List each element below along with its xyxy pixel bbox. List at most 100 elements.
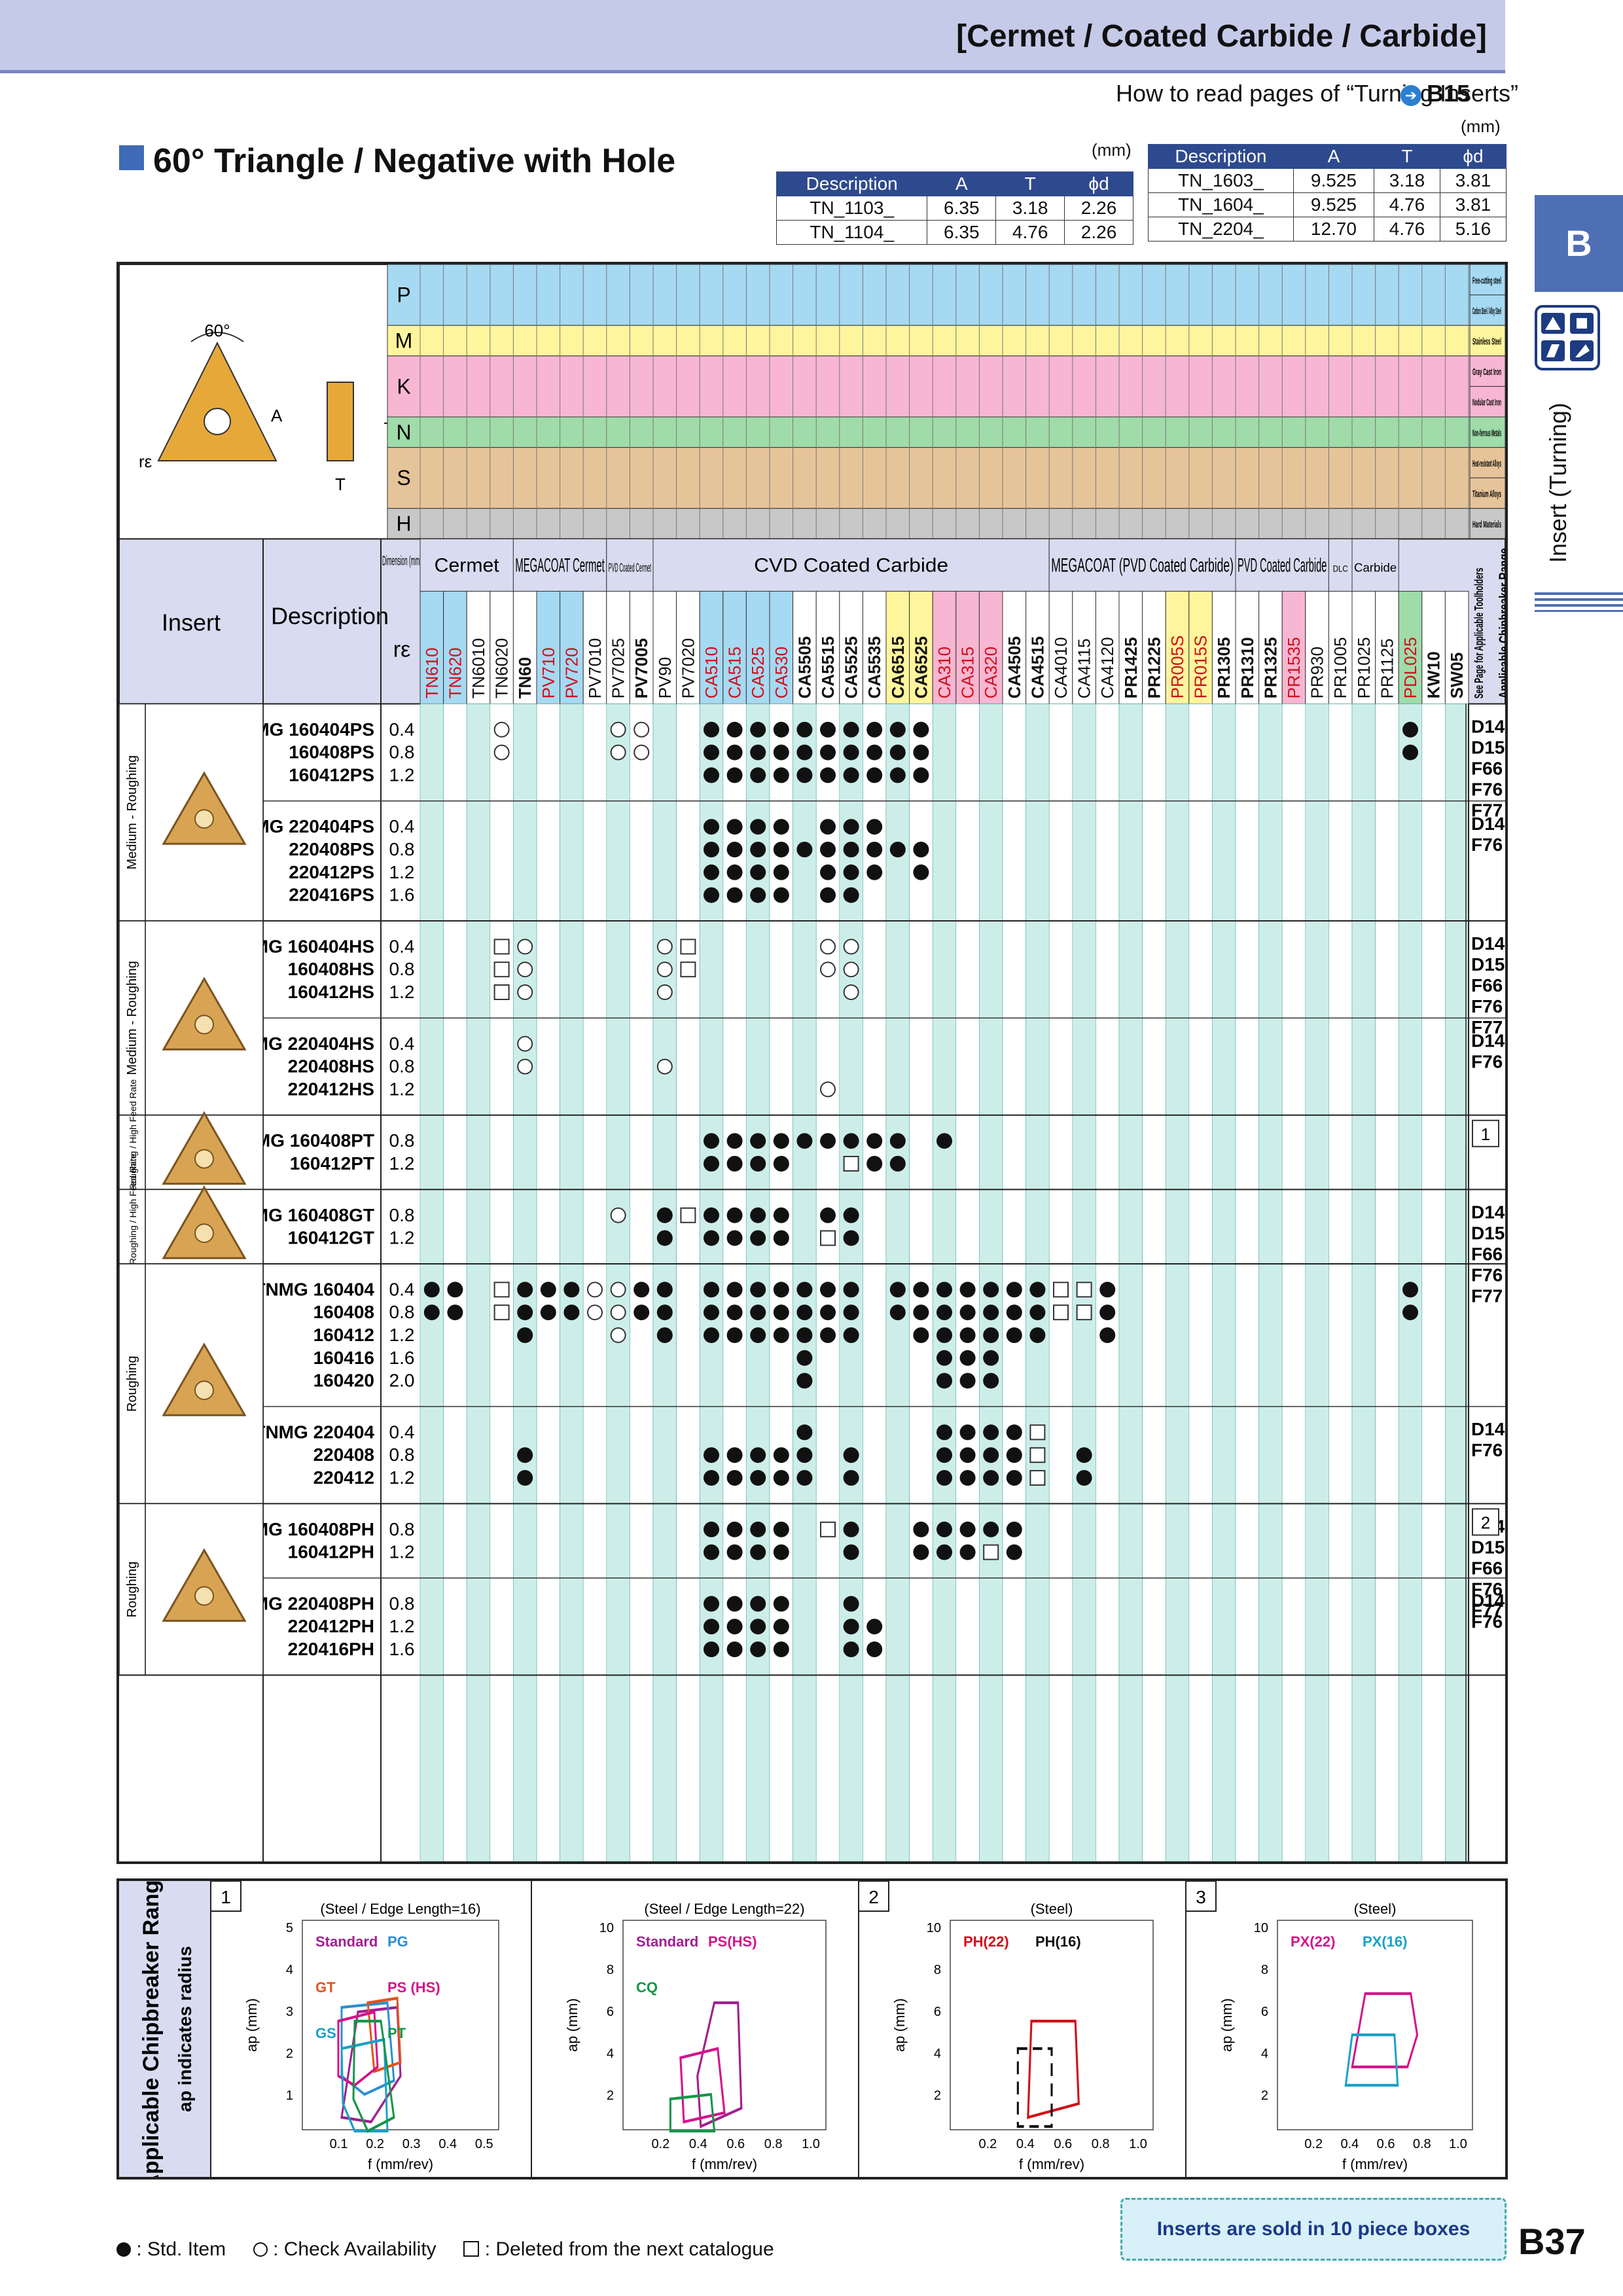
deleted-mark xyxy=(493,961,510,978)
plot-area xyxy=(950,1920,1154,2130)
std-item-mark xyxy=(540,1304,556,1321)
std-item-mark xyxy=(843,1470,859,1486)
material-name: Carbon Steel / Alloy Steel xyxy=(1472,306,1501,317)
insert-designation: 220412 xyxy=(313,1467,374,1488)
std-item-mark xyxy=(1402,721,1418,738)
std-item-mark xyxy=(704,1133,719,1149)
y-tick: 6 xyxy=(607,2005,614,2019)
check-availability-mark xyxy=(656,1058,673,1075)
chart-condition: (Steel) xyxy=(1354,1901,1397,1917)
section-tab-b[interactable]: B xyxy=(1535,195,1623,292)
grade-column xyxy=(1188,704,1213,1862)
toolholder-page-ref: D14 xyxy=(1471,1030,1505,1050)
grade-name-cell xyxy=(1398,590,1423,704)
grade-name-cell xyxy=(1281,590,1306,704)
std-item-mark xyxy=(843,744,859,761)
material-code-cell xyxy=(387,355,421,418)
insert-col-header: Insert xyxy=(162,609,221,636)
toolholder-page-ref: D14 xyxy=(1471,1419,1505,1439)
std-item-mark xyxy=(1006,1304,1022,1321)
grade-column xyxy=(1305,704,1329,1862)
std-item-mark xyxy=(773,1156,789,1172)
y-tick: 8 xyxy=(607,1963,614,1977)
application-label: Medium Roughing / High Feed Rate xyxy=(128,1079,138,1226)
check-availability-mark xyxy=(610,1207,626,1223)
insert-designation: 160408PS xyxy=(289,742,374,762)
std-item-mark xyxy=(889,721,906,738)
section-marker xyxy=(119,145,144,170)
std-item-mark xyxy=(959,1327,976,1343)
deleted-mark xyxy=(983,1544,999,1560)
std-item-mark xyxy=(913,842,929,857)
dim-cell: TN_2204_ xyxy=(1148,217,1294,242)
grade-group-label: DLC xyxy=(1333,563,1348,573)
std-item-mark xyxy=(773,819,789,835)
std-item-mark xyxy=(820,1207,836,1223)
std-item-mark xyxy=(936,1521,952,1537)
x-tick: 0.6 xyxy=(1054,2137,1072,2151)
grade-name-pr1305: PR1305 xyxy=(1214,637,1234,698)
application-label-cell xyxy=(118,920,146,1116)
grade-group-cell xyxy=(419,538,514,592)
std-item-mark xyxy=(447,1304,463,1321)
std-item-mark xyxy=(773,744,789,761)
application-label-cell xyxy=(118,1115,146,1191)
insert-dimension-diagram: 60°ArεTϕd xyxy=(139,321,401,494)
radius-value: 1.2 xyxy=(389,1079,415,1099)
std-item-mark xyxy=(726,1156,743,1172)
range-label: GS xyxy=(315,2025,336,2041)
std-item-mark xyxy=(820,1304,836,1321)
std-item-mark xyxy=(843,1641,859,1657)
y-tick: 2 xyxy=(934,2089,941,2103)
radius-value: 0.8 xyxy=(389,839,415,859)
check-availability-mark xyxy=(656,984,673,1000)
grade-name-ca510: CA510 xyxy=(702,647,721,699)
how-to-read-link[interactable]: How to read pages of “Turning Inserts” xyxy=(1116,80,1518,107)
grade-name-pdl025: PDL025 xyxy=(1400,637,1420,698)
check-availability-mark xyxy=(493,721,510,738)
deleted-mark xyxy=(493,1304,510,1321)
std-item-mark xyxy=(704,1596,719,1612)
x-tick: 0.4 xyxy=(438,2137,457,2151)
insert-side-drawing xyxy=(327,382,354,461)
x-tick: 1.0 xyxy=(802,2137,820,2151)
insert-designation: 220412PS xyxy=(289,862,374,882)
grade-name-cell xyxy=(955,590,980,704)
grade-column xyxy=(1235,704,1259,1862)
std-item-mark xyxy=(1006,1424,1022,1441)
deleted-mark xyxy=(493,984,510,1000)
std-item-mark xyxy=(889,1304,906,1321)
grade-name-ca515: CA515 xyxy=(725,647,745,699)
toolholder-page-ref: D15 xyxy=(1471,1223,1505,1243)
deleted-mark xyxy=(820,1521,836,1537)
radius-value: 1.2 xyxy=(389,1616,415,1636)
std-item-mark xyxy=(726,744,743,761)
std-item-mark xyxy=(517,1327,533,1343)
std-item-mark xyxy=(423,1304,440,1321)
how-to-read-page[interactable]: B15 xyxy=(1427,80,1471,107)
grade-group-label: PVD Coated Carbide xyxy=(1238,554,1327,576)
toolholder-page-ref: D14 xyxy=(1471,1202,1505,1222)
x-tick: 0.2 xyxy=(979,2137,997,2151)
insert-photo xyxy=(162,1548,247,1622)
dim-cell: 12.70 xyxy=(1293,217,1374,242)
insert-designation: 160412HS xyxy=(288,982,374,1002)
description-col-header: Description xyxy=(271,602,389,629)
grade-name-ca4115: CA4115 xyxy=(1075,638,1094,698)
std-item-mark xyxy=(773,842,789,857)
radius-value: 1.2 xyxy=(389,764,415,785)
std-item-mark xyxy=(843,1230,859,1246)
grade-name-ca5535: CA5535 xyxy=(865,636,884,698)
grade-column xyxy=(1281,704,1306,1862)
material-name: Heat-resistant Alloys xyxy=(1472,458,1501,469)
std-item-mark xyxy=(773,1470,789,1486)
std-item-mark xyxy=(656,1327,673,1343)
radius-value: 1.6 xyxy=(389,1348,415,1368)
dim-header: A xyxy=(1293,144,1374,169)
range-outline xyxy=(679,2047,726,2124)
material-band-s xyxy=(419,447,1506,509)
std-item-mark xyxy=(843,1447,859,1463)
